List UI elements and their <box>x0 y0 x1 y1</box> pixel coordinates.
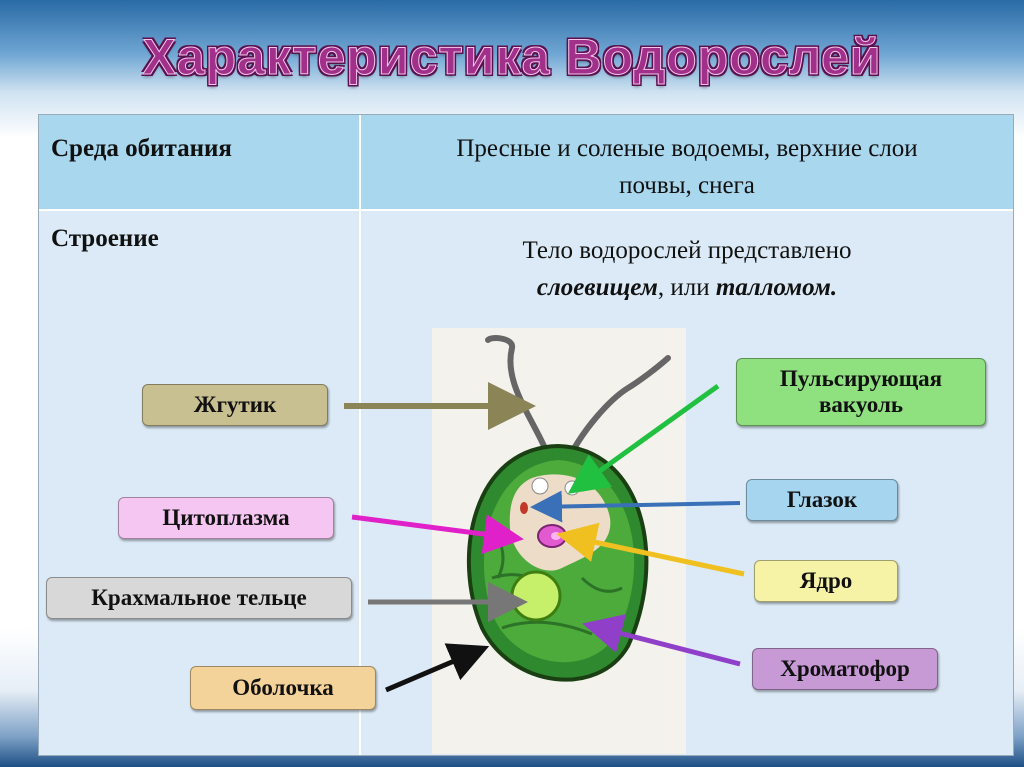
label-contractile-vacuole: Пульсирующая вакуоль <box>736 358 986 426</box>
label-membrane: Оболочка <box>190 666 376 710</box>
label-eyespot: Глазок <box>746 479 898 521</box>
label-nucleus: Ядро <box>754 560 898 602</box>
arrow-cytoplasm <box>351 514 524 554</box>
arrow-chromatophore <box>582 614 741 667</box>
label-starch-body: Крахмальное тельце <box>46 577 352 619</box>
habitat-text-line1: Пресные и соленые водоемы, верхние слои <box>456 135 918 162</box>
arrow-contractile-vacuole <box>567 383 720 494</box>
table-row-habitat <box>39 115 1013 211</box>
flagellum-left <box>485 335 555 471</box>
structure-text-line1: Тело водорослей представлено <box>522 237 852 264</box>
structure-text: Тело водорослей представлено слоевищем, … <box>361 232 1013 306</box>
label-cytoplasm: Цитоплазма <box>118 497 334 539</box>
structure-label: Строение <box>51 225 159 252</box>
flagellum-right <box>561 355 671 471</box>
structure-text-connector: , или <box>657 274 716 301</box>
habitat-text-line2: почвы, снега <box>619 172 755 199</box>
structure-text-line2: слоевищем, или талломом. <box>361 269 1013 306</box>
arrow-eyespot <box>530 490 741 523</box>
arrow-membrane <box>385 643 490 693</box>
label-chromatophore: Хроматофор <box>752 648 938 690</box>
arrow-nucleus <box>556 522 745 577</box>
habitat-label: Среда обитания <box>51 135 232 162</box>
slide-title: Характеристика Водорослей <box>142 29 882 86</box>
term-thallus-2: талломом. <box>715 274 838 301</box>
term-thallus-1: слоевищем <box>536 274 658 301</box>
label-flagellum: Жгутик <box>142 384 328 426</box>
eyespot-shape <box>520 502 528 514</box>
column-divider <box>359 115 361 755</box>
habitat-text: Пресные и соленые водоемы, верхние слои … <box>361 130 1013 204</box>
